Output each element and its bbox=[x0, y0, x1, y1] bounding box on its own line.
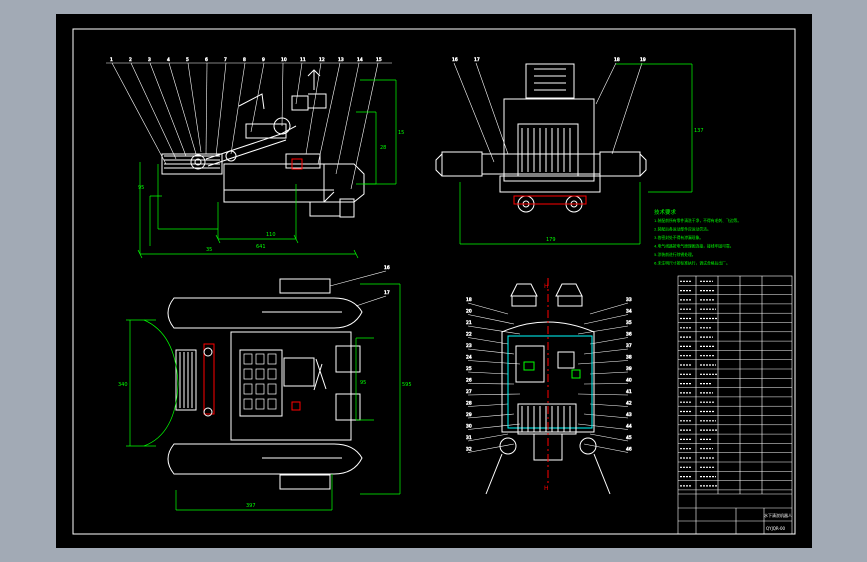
balloon-sec-r-39: 39 bbox=[626, 366, 632, 372]
dim-d9: 340 bbox=[118, 382, 128, 388]
balloon-sec-l-18: 18 bbox=[466, 297, 472, 303]
drawing-title: 水下清淤机器人 bbox=[764, 512, 792, 518]
balloon-tl-14: 14 bbox=[357, 57, 363, 63]
balloon-tl-12: 12 bbox=[319, 57, 325, 63]
balloon-tr-17: 17 bbox=[474, 57, 480, 63]
balloon-sec-l-23: 23 bbox=[466, 343, 472, 349]
dim-d10: 397 bbox=[246, 503, 256, 509]
section-view: 18 20 21 22 23 24 25 26 27 28 29 30 31 32 33 34 35 36 37 38… bbox=[466, 278, 632, 495]
balloon-sec-l-29: 29 bbox=[466, 412, 472, 418]
balloon-plan-16: 16 bbox=[384, 265, 390, 271]
dim-d3: 641 bbox=[256, 244, 266, 250]
balloon-tl-15: 15 bbox=[376, 57, 382, 63]
balloon-tl-6: 6 bbox=[205, 57, 208, 63]
balloon-sec-r-46: 46 bbox=[626, 447, 632, 453]
balloon-sec-r-42: 42 bbox=[626, 401, 632, 407]
balloon-sec-l-27: 27 bbox=[466, 389, 472, 395]
balloon-plan-17: 17 bbox=[384, 290, 390, 296]
inner-frame bbox=[72, 28, 796, 535]
balloon-sec-r-33: 33 bbox=[626, 297, 632, 303]
balloon-tr-19: 19 bbox=[640, 57, 646, 63]
dim-d2: 110 bbox=[266, 232, 276, 238]
dim-d5: 28 bbox=[380, 145, 386, 151]
balloon-sec-r-34: 34 bbox=[626, 309, 632, 315]
dim-d6: 15 bbox=[398, 130, 404, 136]
balloon-sec-l-28: 28 bbox=[466, 401, 472, 407]
balloon-sec-l-22: 22 bbox=[466, 332, 472, 338]
bill-of-materials bbox=[677, 275, 793, 535]
balloon-sec-r-40: 40 bbox=[626, 378, 632, 384]
balloon-sec-l-30: 30 bbox=[466, 424, 472, 430]
dim-d1: 35 bbox=[206, 247, 212, 253]
balloon-tl-2: 2 bbox=[129, 57, 132, 63]
balloon-tr-18: 18 bbox=[614, 57, 620, 63]
note-line: 3.各密封处不得有渗漏现象。 bbox=[654, 235, 703, 240]
balloon-sec-l-21: 21 bbox=[466, 320, 472, 326]
balloon-tl-5: 5 bbox=[186, 57, 189, 63]
dim-d8: 137 bbox=[694, 128, 704, 134]
balloon-tl-3: 3 bbox=[148, 57, 151, 63]
drawing-number: QYJQR-00 bbox=[766, 526, 786, 531]
note-line: 4.电气线路按电气原理图连接，接线牢固可靠。 bbox=[654, 244, 734, 249]
dim-d4: 95 bbox=[138, 185, 144, 191]
balloon-sec-r-41: 41 bbox=[626, 389, 632, 395]
balloon-tl-13: 13 bbox=[338, 57, 344, 63]
note-line: 1.装配前所有零件清洗干净，不得有毛刺、飞边等。 bbox=[654, 218, 741, 223]
note-line: 6.未注明尺寸按标准执行，调试合格后出厂。 bbox=[654, 261, 730, 266]
balloon-tl-11: 11 bbox=[300, 57, 306, 63]
balloon-sec-r-36: 36 bbox=[626, 332, 632, 338]
balloon-tl-7: 7 bbox=[224, 57, 227, 63]
balloon-tr-16: 16 bbox=[452, 57, 458, 63]
balloon-sec-r-43: 43 bbox=[626, 412, 632, 418]
dim-d12: 95 bbox=[360, 380, 366, 386]
balloon-sec-r-37: 37 bbox=[626, 343, 632, 349]
section-mark-top: H bbox=[544, 283, 549, 290]
technical-notes: 技术要求 1.装配前所有零件清洗干净，不得有毛刺、飞边等。 2.装配后各运动部件应… bbox=[654, 208, 741, 266]
balloon-sec-r-45: 45 bbox=[626, 435, 632, 441]
balloon-sec-l-24: 24 bbox=[466, 355, 472, 361]
balloon-sec-l-20: 20 bbox=[466, 309, 472, 315]
balloon-sec-r-35: 35 bbox=[626, 320, 632, 326]
balloon-sec-l-31: 31 bbox=[466, 435, 472, 441]
balloon-sec-r-38: 38 bbox=[626, 355, 632, 361]
notes-heading: 技术要求 bbox=[654, 208, 677, 216]
note-line: 2.装配后各运动部件应运动灵活。 bbox=[654, 227, 711, 232]
balloon-tl-10: 10 bbox=[281, 57, 287, 63]
balloon-sec-l-32: 32 bbox=[466, 447, 472, 453]
note-line: 5.涂装前进行除锈处理。 bbox=[654, 252, 696, 257]
front-view: 16 17 18 19 179 137 bbox=[435, 57, 704, 245]
balloon-tl-1: 1 bbox=[110, 57, 113, 63]
balloon-sec-l-26: 26 bbox=[466, 378, 472, 384]
balloon-sec-l-25: 25 bbox=[466, 366, 472, 372]
balloon-tl-8: 8 bbox=[243, 57, 246, 63]
plan-view: 16 17 340 397 595 95 bbox=[118, 265, 412, 511]
balloon-tl-9: 9 bbox=[262, 57, 265, 63]
dim-d11: 595 bbox=[402, 382, 412, 388]
balloon-tl-4: 4 bbox=[167, 57, 170, 63]
balloon-sec-r-44: 44 bbox=[626, 424, 632, 430]
section-mark-bottom: H bbox=[544, 485, 549, 492]
dim-d7: 179 bbox=[546, 237, 556, 243]
